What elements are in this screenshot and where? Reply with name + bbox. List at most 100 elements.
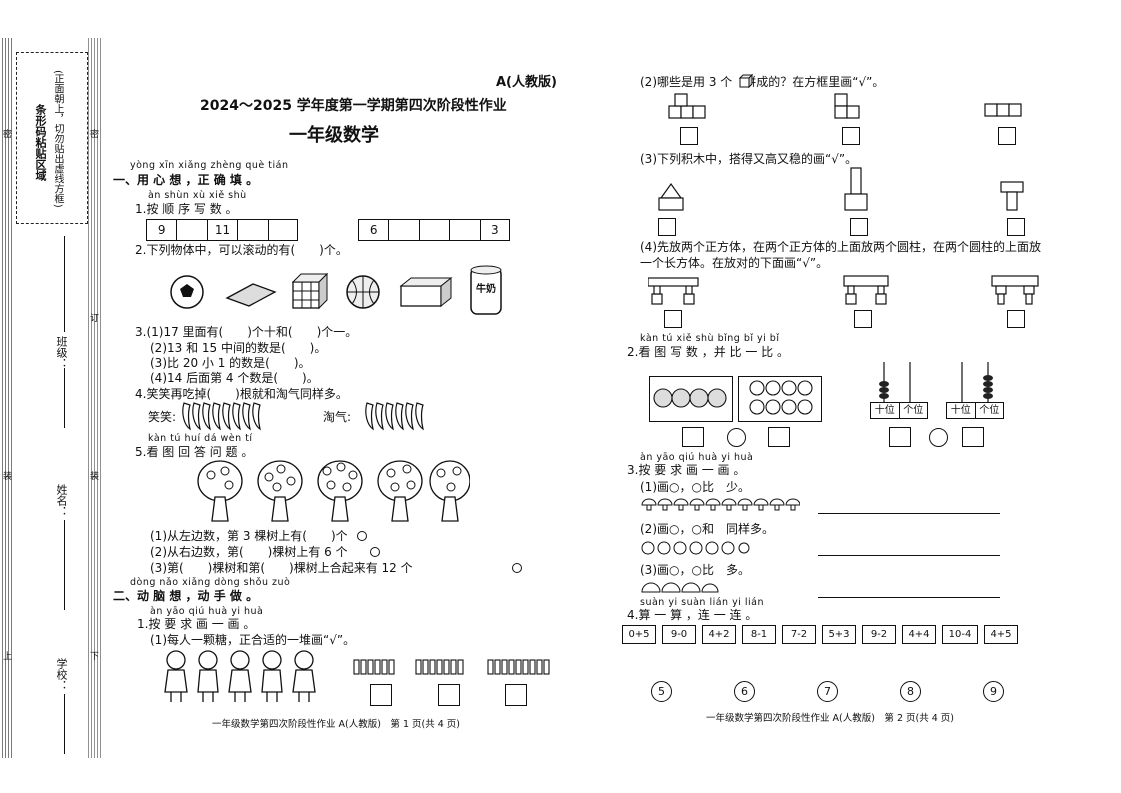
seq-a-cell-1: 9 xyxy=(147,220,178,240)
draw-line-2[interactable] xyxy=(818,555,1000,556)
candy-answer-box-1[interactable] xyxy=(370,684,392,706)
box-icon xyxy=(399,276,453,308)
abacus-2-ones: 个位 xyxy=(979,405,1000,416)
q3-line-3: (3)比 20 小 1 的数是( )。 xyxy=(150,356,311,370)
calc-card-4[interactable]: 8-1 xyxy=(742,625,776,644)
seq-b-cell-5: 3 xyxy=(490,223,499,237)
block-towers xyxy=(658,167,1024,211)
binding-stripes-right xyxy=(88,38,102,758)
calc-card-8[interactable]: 4+4 xyxy=(902,625,936,644)
apple-icon-2 xyxy=(370,547,380,557)
answer-circle-8[interactable]: 8 xyxy=(900,681,921,702)
p2-q4-pinyin: suàn yi suàn lián yi lián xyxy=(640,597,764,608)
section1-heading: 一、用 心 想 ，正 确 填 。 xyxy=(113,173,259,187)
ball-groups xyxy=(653,380,813,415)
milk-can-icon xyxy=(470,265,502,315)
answer-circle-7[interactable]: 7 xyxy=(817,681,838,702)
calc-card-3[interactable]: 4+2 xyxy=(702,625,736,644)
p2-q3-pinyin: àn yāo qiú huà yi huà xyxy=(640,452,754,463)
q3-line-4: (4)14 后面第 4 个数是( )。 xyxy=(150,371,319,385)
answer-circle-6-label: 6 xyxy=(741,685,748,698)
p2-q4-line-a: (4)先放两个正方体，在两个正方体的上面放两个圆柱，在两个圆柱的上面放 xyxy=(640,240,1042,254)
cube-answer-box-3[interactable] xyxy=(998,127,1016,145)
barcode-area-label: 条形码粘贴区域 xyxy=(34,104,47,181)
apple-icon-3 xyxy=(512,563,522,573)
answer-circle-6[interactable]: 6 xyxy=(734,681,755,702)
q5-line-1: (1)从左边数，第 3 棵树上有( )个 xyxy=(150,529,348,543)
p2-q2-text: (2)哪些是用 3 个 拼成的？在方框里画“√”。 xyxy=(640,75,885,89)
tower-answer-box-3[interactable] xyxy=(1007,218,1025,236)
q5-line-3: (3)第( )棵树和第( )棵树上合起来有 12 个 xyxy=(150,561,413,575)
cube-answer-box-1[interactable] xyxy=(680,127,698,145)
stack-answer-box-3[interactable] xyxy=(1007,310,1025,328)
clouds-row xyxy=(641,582,719,593)
abacus-compare-circle[interactable] xyxy=(929,428,948,447)
rubiks-cube-icon xyxy=(291,272,329,310)
calc-card-9[interactable]: 10-4 xyxy=(942,625,978,644)
calc-card-5[interactable]: 7-2 xyxy=(782,625,816,644)
calc-card-1[interactable]: 0+5 xyxy=(622,625,656,644)
s2q1-sub: (1)每人一颗糖，正合适的一堆画“√”。 xyxy=(150,633,356,647)
q4-text: 4.笑笑再吃掉( )根就和淘气同样多。 xyxy=(135,387,348,401)
answer-circle-5[interactable]: 5 xyxy=(651,681,672,702)
section2-heading: 二、动 脑 想 ，动 手 做 。 xyxy=(113,589,259,603)
ball-count-box-1[interactable] xyxy=(682,427,704,447)
stacked-shapes xyxy=(648,275,1039,305)
draw-line-1[interactable] xyxy=(818,513,1000,514)
stack-answer-box-2[interactable] xyxy=(854,310,872,328)
answer-circle-7-label: 7 xyxy=(824,685,831,698)
page2-footer: 一年级数学第四次阶段性作业 A(人教版) 第 2 页(共 4 页) xyxy=(706,713,955,724)
ball-count-box-2[interactable] xyxy=(768,427,790,447)
stack-answer-box-1[interactable] xyxy=(664,310,682,328)
q5-text: 5.看 图 回 答 问 题 。 xyxy=(135,445,254,459)
margin-cut-mid: 装 xyxy=(3,472,13,482)
abacus-group xyxy=(879,362,993,402)
draw-line-3[interactable] xyxy=(818,597,1000,598)
abacus-base-1: 十位 个位 xyxy=(870,402,928,419)
cube-answer-box-2[interactable] xyxy=(842,127,860,145)
seq-a-cell-5[interactable] xyxy=(269,220,297,240)
margin-cut-top: 订 xyxy=(90,314,100,324)
calc-card-6[interactable]: 5+3 xyxy=(822,625,856,644)
flat-board-icon xyxy=(225,283,277,307)
seq-a-cell-2[interactable] xyxy=(177,220,208,240)
sequence-b: 6 3 xyxy=(358,219,510,241)
p2-q3-line-2: (2)画○，○和 同样多。 xyxy=(640,522,774,536)
p2-q3-line-1: (1)画○，○比 少。 xyxy=(640,480,750,494)
tower-answer-box-1[interactable] xyxy=(658,218,676,236)
q5-pinyin: kàn tú huí dá wèn tí xyxy=(148,433,253,444)
school-line xyxy=(64,694,65,754)
cube-structures xyxy=(668,93,1022,119)
seq-b-cell-1: 6 xyxy=(359,220,390,240)
ball-compare-circle[interactable] xyxy=(727,428,746,447)
exam-title: 2024～2025 学年度第一学期第四次阶段性作业 xyxy=(200,98,507,114)
seq-b-cell-2[interactable] xyxy=(389,220,420,240)
p2-q4-text: 4.算 一 算 ，连 一 连 。 xyxy=(627,608,758,622)
p2-q3-text: (3)下列积木中，搭得又高又稳的画“√”。 xyxy=(640,152,858,166)
tower-answer-box-2[interactable] xyxy=(850,218,868,236)
answer-circle-9-label: 9 xyxy=(990,685,997,698)
calc-card-2[interactable]: 9-0 xyxy=(662,625,696,644)
answer-circle-9[interactable]: 9 xyxy=(983,681,1004,702)
q4-xiaoxiao-label: 笑笑: xyxy=(148,410,177,424)
basketball-icon xyxy=(346,275,380,309)
abacus-base-2: 十位 个位 xyxy=(946,402,1004,419)
candy-answer-box-3[interactable] xyxy=(505,684,527,706)
candy-answer-box-2[interactable] xyxy=(438,684,460,706)
edition-label: A(人教版) xyxy=(496,75,557,90)
seq-b-cell-3[interactable] xyxy=(420,220,451,240)
class-label: 班级： xyxy=(55,336,68,369)
mushrooms-row xyxy=(641,498,800,511)
margin-cut-bottom: 上 xyxy=(3,652,13,662)
calc-card-10[interactable]: 4+5 xyxy=(984,625,1018,644)
name-label: 姓名： xyxy=(55,484,68,517)
abacus-count-box-1[interactable] xyxy=(889,427,911,447)
seq-a-cell-4[interactable] xyxy=(238,220,269,240)
seq-b-cell-4[interactable] xyxy=(450,220,481,240)
name-line xyxy=(64,520,65,610)
q3-line-1: 3.(1)17 里面有( )个十和( )个一。 xyxy=(135,325,358,339)
abacus-count-box-2[interactable] xyxy=(962,427,984,447)
calc-card-7[interactable]: 9-2 xyxy=(862,625,896,644)
abacus-1-ones: 个位 xyxy=(903,405,924,416)
barcode-notice: (正面朝上，切勿贴出虚线方框) xyxy=(52,70,63,208)
